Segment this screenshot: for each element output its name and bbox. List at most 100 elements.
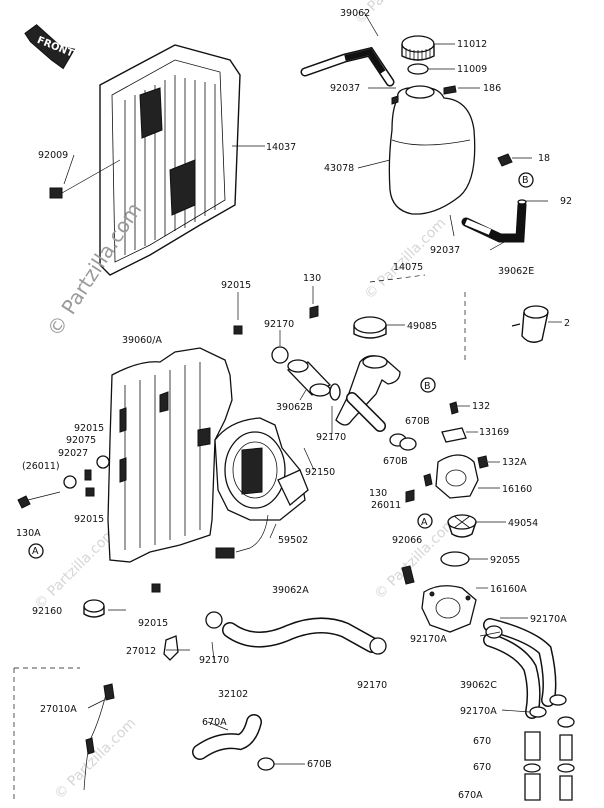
part-label: 670A [458, 790, 483, 801]
bottom-right-parts [523, 706, 575, 801]
part-label: 39062C [460, 680, 497, 691]
part-label: 13169 [479, 427, 509, 438]
bolt-130 [309, 305, 319, 319]
part-label: 92170 [357, 680, 387, 691]
part-label: 670 [473, 762, 491, 773]
part-label: 26011 [371, 500, 401, 511]
radiator-core [99, 44, 241, 276]
cap-49085 [353, 316, 387, 339]
part-label: 92170A [460, 706, 497, 717]
part-label: 49054 [508, 518, 538, 529]
part-label: 92037 [430, 245, 460, 256]
ref-circle-a-mid [417, 513, 433, 529]
radiator-inner [111, 59, 226, 263]
part-label: A [32, 546, 39, 557]
left-small-parts [17, 455, 110, 509]
part-label: 670B [307, 759, 332, 770]
frame-dashed-lines [369, 274, 466, 360]
part-label: 92015 [221, 280, 251, 291]
part-label: 32102 [218, 689, 248, 700]
reference-circles [28, 172, 534, 559]
part-label: 92170 [316, 432, 346, 443]
part-label: 132 [472, 401, 490, 412]
part-label: 92170A [410, 634, 447, 645]
front-arrow-tag: FRONT [24, 24, 76, 70]
switch-27010a [13, 667, 115, 800]
fan-assembly [214, 417, 309, 559]
part-label: 92170 [264, 319, 294, 330]
part-label: 132A [502, 457, 527, 468]
cover-16160a [421, 585, 477, 633]
reservoir-tank [388, 85, 476, 215]
thermostat-housing-16160 [435, 454, 479, 499]
part-label: 27010A [40, 704, 77, 715]
hose-39062b [271, 346, 332, 397]
part-label: 92027 [58, 448, 88, 459]
faint-watermark: © Partzilla.com [32, 525, 120, 613]
hose-39062a [205, 611, 387, 655]
small-bolts-mid [401, 473, 433, 585]
part-2-cap [511, 305, 549, 343]
part-label: 92170 [199, 655, 229, 666]
front-arrow-shape [24, 24, 76, 70]
main-watermark: © Partzilla.com [42, 198, 146, 341]
clip-92015-top [233, 325, 243, 335]
part-label: 39062E [498, 266, 534, 277]
radiator-outline [99, 44, 241, 276]
part-label: 186 [483, 83, 501, 94]
part-label: 14037 [266, 142, 296, 153]
part-label: 39060/A [122, 335, 162, 346]
lower-left-parts [83, 583, 179, 661]
part-label: 39062 [340, 8, 370, 19]
part-label: 2 [564, 318, 570, 329]
part-label: 670B [405, 416, 430, 427]
oring-92055 [440, 551, 470, 567]
part-label: B [424, 381, 431, 392]
thermostat-housing-parts [389, 401, 489, 469]
clip-92015-lower [151, 583, 161, 593]
part-label: 18 [538, 153, 550, 164]
part-label: 92015 [74, 514, 104, 525]
part-label: 16160A [490, 584, 527, 595]
part-label: 49085 [407, 321, 437, 332]
ref-circle-b-mid [420, 377, 436, 393]
part-label: 27012 [126, 646, 156, 657]
part-label: 670B [383, 456, 408, 467]
part-label: 92075 [66, 435, 96, 446]
thermostat-49054 [447, 514, 477, 538]
cap-gasket [407, 63, 429, 75]
hose-39062-top [300, 46, 395, 87]
bolt-92009 [49, 159, 121, 199]
leader-lines [63, 11, 562, 731]
part-label: 130A [16, 528, 41, 539]
part-label: 670 [473, 736, 491, 747]
ref-circle-a-left [28, 543, 44, 559]
part-label: B [522, 175, 529, 186]
sensor-27012 [163, 635, 179, 661]
part-label: 59502 [278, 535, 308, 546]
reservoir-cap [401, 35, 435, 75]
part-label: 92015 [138, 618, 168, 629]
part-label: 92150 [305, 467, 335, 478]
screw-18 [497, 153, 513, 167]
part-label: 92037 [330, 83, 360, 94]
part-label: 92015 [74, 423, 104, 434]
radiator-fins [124, 75, 216, 255]
part-label: 92066 [392, 535, 422, 546]
hose-39062e [461, 199, 527, 243]
part-label: 14075 [393, 262, 423, 273]
part-label: 16160 [502, 484, 532, 495]
part-label: A [421, 517, 428, 528]
hose-39062c [483, 618, 567, 719]
faint-watermark: © Partzilla.com [362, 215, 450, 303]
part-label: 92 [560, 196, 572, 207]
hose-32102 [192, 714, 305, 771]
ref-circle-b-top [518, 172, 534, 188]
part-label: 39062B [276, 402, 313, 413]
part-label: 11012 [457, 39, 487, 50]
part-label: 11009 [457, 64, 487, 75]
radiator-hatch-lower [169, 159, 196, 216]
radiator-hatch [139, 87, 163, 139]
part-label: 130 [369, 488, 387, 499]
